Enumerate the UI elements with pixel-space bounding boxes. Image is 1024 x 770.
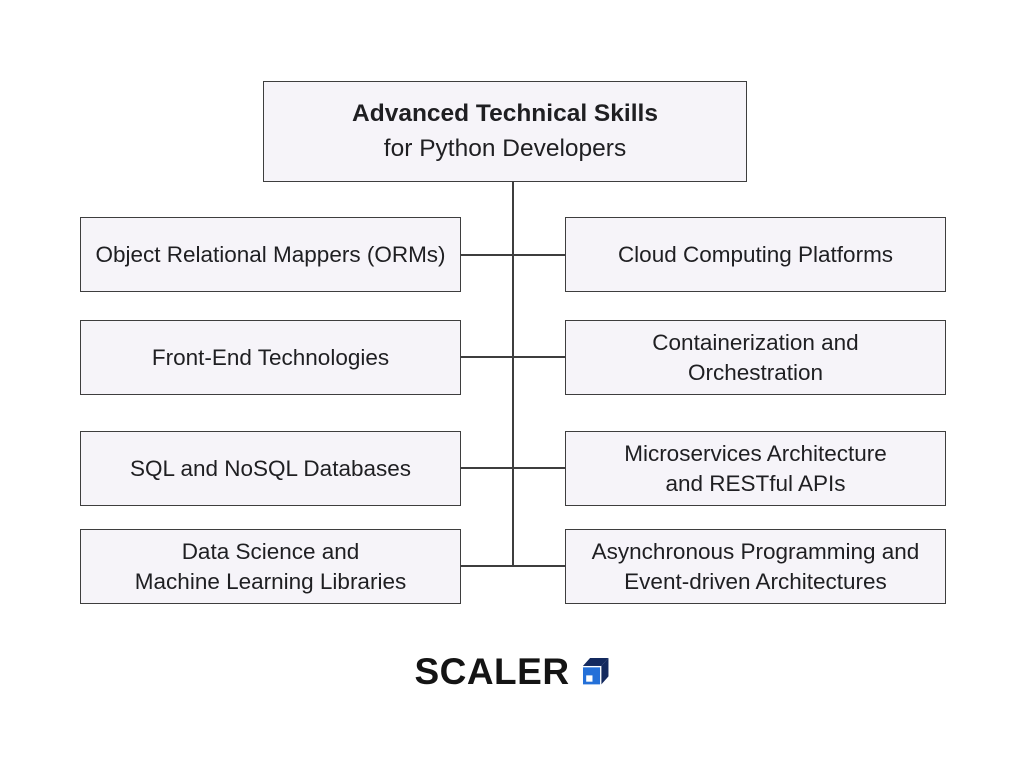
root-title-line1: Advanced Technical Skills: [352, 100, 658, 128]
node-label: Microservices Architecture and RESTful A…: [624, 440, 887, 496]
root-title-line2: for Python Developers: [383, 134, 627, 162]
node-front-end-technologies: Front-End Technologies: [80, 320, 461, 395]
scaler-wordmark: SCALER: [414, 651, 570, 692]
connector-row-1: [461, 254, 565, 256]
node-cloud-computing-platforms: Cloud Computing Platforms: [565, 217, 946, 292]
node-containerization-orchestration: Containerization and Orchestration: [565, 320, 946, 395]
scaler-logo: SCALER: [414, 653, 609, 690]
node-label: Data Science and Machine Learning Librar…: [134, 538, 407, 594]
node-label: Object Relational Mappers (ORMs): [95, 241, 446, 267]
node-label: Containerization and Orchestration: [652, 329, 859, 385]
node-microservices-restful-apis: Microservices Architecture and RESTful A…: [565, 431, 946, 506]
node-label: SQL and NoSQL Databases: [130, 455, 411, 481]
root-node-advanced-technical-skills: Advanced Technical Skills for Python Dev…: [263, 81, 747, 182]
connector-row-2: [461, 356, 565, 358]
node-data-science-ml-libraries: Data Science and Machine Learning Librar…: [80, 529, 461, 604]
connector-row-4: [461, 565, 565, 567]
node-label: Cloud Computing Platforms: [617, 241, 894, 267]
node-async-event-driven: Asynchronous Programming and Event-drive…: [565, 529, 946, 604]
node-object-relational-mappers: Object Relational Mappers (ORMs): [80, 217, 461, 292]
node-label: Asynchronous Programming and Event-drive…: [591, 538, 920, 594]
connector-vertical-trunk: [512, 182, 514, 567]
node-sql-nosql-databases: SQL and NoSQL Databases: [80, 431, 461, 506]
scaler-cube-icon: [581, 657, 609, 686]
node-label: Front-End Technologies: [151, 344, 390, 370]
connector-row-3: [461, 467, 565, 469]
